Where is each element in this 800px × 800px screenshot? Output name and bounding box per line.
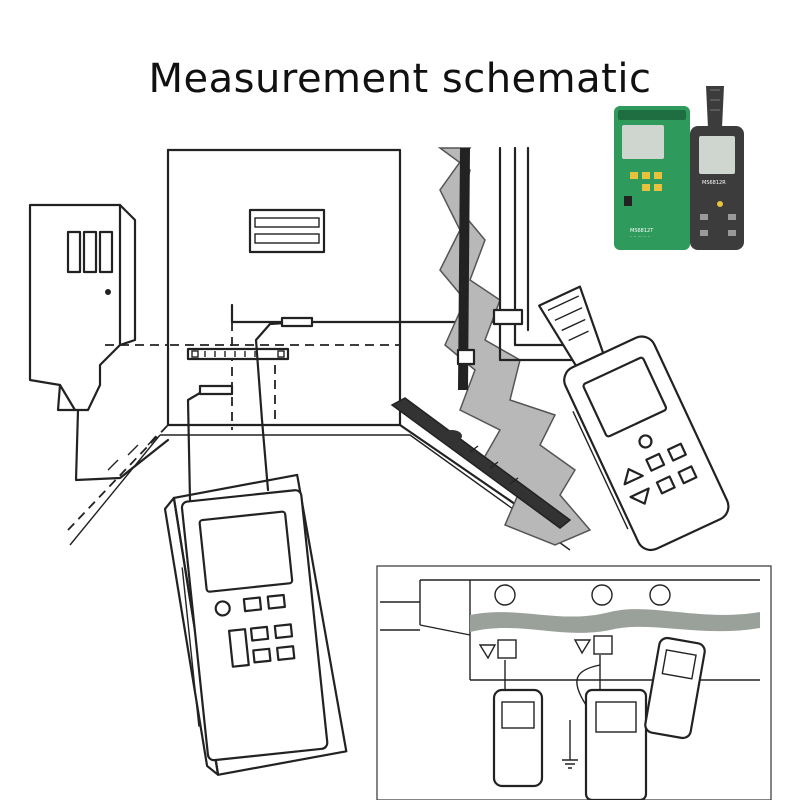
outlet-strip — [186, 347, 290, 361]
receiver-drawing — [538, 285, 730, 552]
wall-cutaway — [437, 147, 592, 546]
diagram-title: Measurement schematic — [148, 56, 652, 102]
transmitter-drawing — [163, 473, 348, 776]
svg-text:·· ·· ···· ·· ··: ·· ·· ···· ·· ·· — [630, 234, 650, 239]
air-vent — [248, 208, 326, 254]
receiver-screen — [699, 136, 735, 174]
test-lead-black — [186, 388, 232, 502]
transmitter-screen — [622, 125, 664, 159]
floor-conduit — [390, 397, 572, 529]
receiver-model-label: MS6812R — [702, 180, 726, 186]
supply-cable — [74, 408, 170, 482]
receiver-photo — [706, 86, 724, 128]
transmitter-model-label: MS6812T — [630, 228, 654, 234]
test-lead-red — [254, 320, 302, 492]
distribution-box — [28, 203, 137, 412]
product-photo: MS6812T ·· ·· ···· ·· ·· MS6812R — [614, 86, 744, 250]
inset-diagram — [376, 565, 772, 800]
